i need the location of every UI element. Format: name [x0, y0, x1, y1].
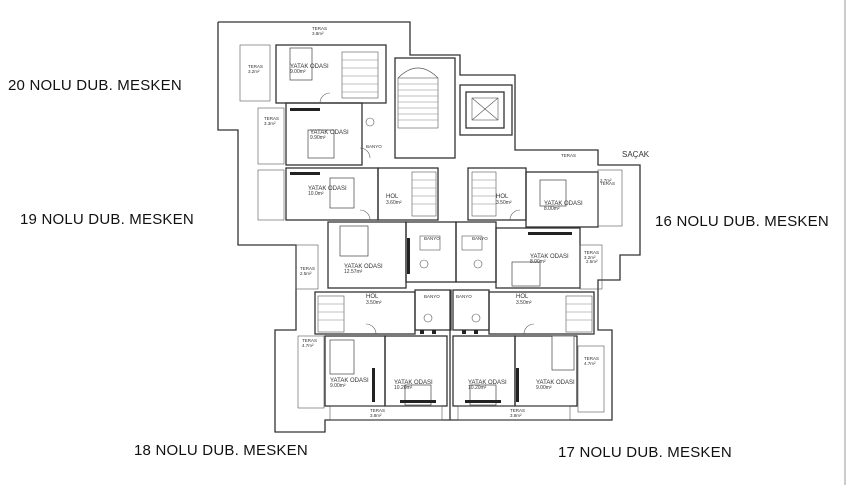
bath-label: BANYO — [472, 236, 488, 241]
terrace-label: TERAS — [302, 338, 317, 343]
hall-area: 3.50m² — [496, 200, 512, 206]
room-label: YATAK ODASI — [344, 264, 383, 270]
terrace-label: TERAS — [300, 266, 315, 271]
bath-label: BANYO — [424, 236, 440, 241]
hall-area: 3.60m² — [386, 200, 402, 206]
room-area: 8.00m² — [544, 206, 560, 212]
door-swings — [319, 92, 535, 335]
room-label: YATAK ODASI — [290, 64, 329, 70]
elevator — [465, 91, 505, 129]
room-label: YATAK ODASI — [310, 130, 349, 136]
room-label: YATAK ODASI — [308, 186, 347, 192]
terrace-area: 3.3m² — [264, 121, 276, 126]
terrace-label: TERAS — [584, 356, 599, 361]
unit-label-17: 17 NOLU DUB. MESKEN — [558, 444, 732, 461]
hall-label: HOL — [366, 294, 379, 300]
room-label: YATAK ODASI — [468, 380, 507, 386]
room-label: YATAK ODASI — [394, 380, 433, 386]
unit-label-20: 20 NOLU DUB. MESKEN — [8, 77, 182, 94]
terrace-area: 2.5m² — [586, 259, 598, 264]
terrace-label: TERAS — [600, 181, 615, 186]
terrace-outlines — [239, 44, 623, 421]
room-area: 9.90m² — [310, 135, 326, 141]
room-area: 9.00m² — [330, 383, 346, 389]
room-label: YATAK ODASI — [544, 201, 583, 207]
hall-area: 3.50m² — [366, 300, 382, 306]
bath-label: BANYO — [456, 294, 472, 299]
hall-label: HOL — [386, 194, 399, 200]
terrace-area: 3.8m² — [510, 413, 522, 418]
terrace-label: TERAS — [312, 26, 327, 31]
bathroom-fixtures — [365, 117, 483, 323]
terrace-labels: TERAS 3.8m² TERAS 3.2m² TERAS 3.3m² TERA… — [248, 26, 615, 418]
hall-label: HOL — [516, 294, 529, 300]
bath-label: BANYO — [424, 294, 440, 299]
terrace-label: TERAS — [248, 64, 263, 69]
room-area: 9.00m² — [536, 385, 552, 391]
terrace-area: 2.5m² — [300, 271, 312, 276]
bath-label: BANYO — [366, 144, 382, 149]
room-area: 8.00m² — [530, 259, 546, 265]
staircases — [317, 51, 593, 333]
terrace-area: 4.7m² — [584, 361, 596, 366]
terrace-label: TERAS — [510, 408, 525, 413]
terrace-area: 3.2m² — [248, 69, 260, 74]
room-area: 10.20m² — [468, 385, 487, 391]
unit-label-18: 18 NOLU DUB. MESKEN — [134, 442, 308, 459]
room-area: 9.00m² — [290, 69, 306, 75]
terrace-area: 4.7m² — [302, 343, 314, 348]
room-area: 10.20m² — [394, 385, 413, 391]
terrace-label: TERAS — [561, 153, 576, 158]
terrace-area: 3.2m² — [584, 255, 596, 260]
room-label: YATAK ODASI — [330, 378, 369, 384]
unit-label-16: 16 NOLU DUB. MESKEN — [655, 213, 829, 230]
hall-area: 3.50m² — [516, 300, 532, 306]
terrace-label: TERAS — [370, 408, 385, 413]
unit-label-19: 19 NOLU DUB. MESKEN — [20, 211, 194, 228]
sacak-label: SAÇAK — [622, 150, 650, 159]
room-label: YATAK ODASI — [530, 254, 569, 260]
room-area: 12.57m² — [344, 269, 363, 275]
terrace-area: 3.8m² — [312, 31, 324, 36]
room-label: YATAK ODASI — [536, 380, 575, 386]
room-labels: YATAK ODASI 9.00m² YATAK ODASI 9.90m² YA… — [290, 64, 583, 391]
room-area: 10.0m² — [308, 191, 324, 197]
terrace-label: TERAS — [264, 116, 279, 121]
terrace-label: TERAS — [584, 250, 599, 255]
terrace-area: 3.8m² — [370, 413, 382, 418]
terrace-area: 2.7m² — [600, 178, 612, 183]
hall-label: HOL — [496, 194, 509, 200]
furniture-wardrobes — [290, 108, 572, 403]
